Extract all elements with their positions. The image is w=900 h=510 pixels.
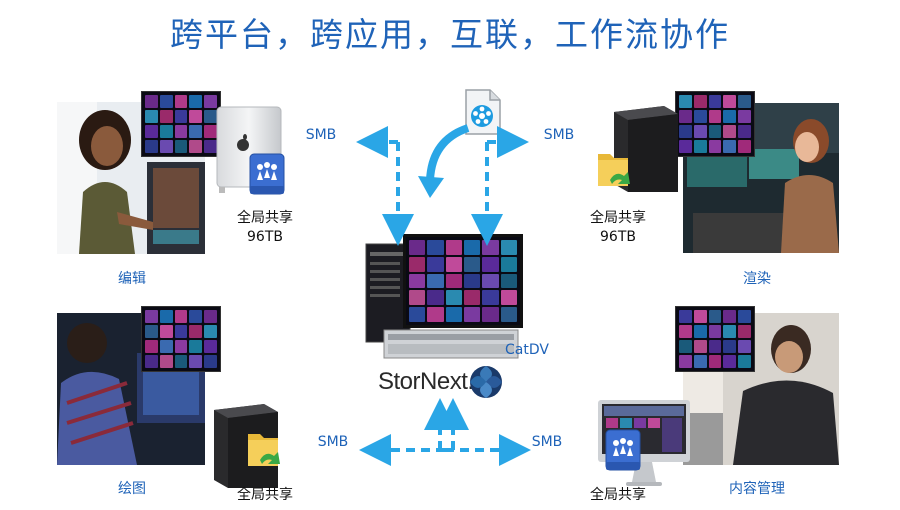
catdv-screen-thumbs (403, 234, 523, 328)
content-label: 内容管理 (729, 481, 785, 497)
smb-label-top-right: SMB (543, 127, 575, 143)
paint-share-label: 全局共享 (237, 487, 293, 503)
render-share-size: 96TB (600, 229, 636, 245)
paint-label: 绘图 (118, 481, 146, 497)
shared-drive-icon (248, 152, 286, 198)
edit-share-label: 全局共享 (237, 210, 293, 226)
smb-label-bottom-left: SMB (317, 434, 349, 450)
edit-label: 编辑 (118, 271, 146, 287)
content-share-label: 全局共享 (590, 487, 646, 503)
painting-monitor-thumbs (141, 306, 221, 372)
catdv-label: CatDV (505, 342, 549, 358)
content-photo (683, 313, 839, 465)
content-monitor-thumbs (675, 306, 755, 372)
video-file-icon (462, 88, 502, 136)
stornext-logo-icon (468, 364, 504, 400)
stornext-logo-text: StorNext. (378, 368, 474, 395)
shared-folder-icon (594, 146, 636, 194)
smb-label-bottom-right: SMB (531, 434, 563, 450)
shared-folder-icon (244, 426, 286, 474)
render-label: 渲染 (743, 271, 771, 287)
render-share-label: 全局共享 (590, 210, 646, 226)
arrow-file-curve-head (418, 176, 444, 198)
pc-tower-icon (608, 104, 682, 194)
page-title: 跨平台，跨应用，互联，工作流协作 (170, 15, 730, 54)
edit-share-size: 96TB (247, 229, 283, 245)
smb-label-top-left: SMB (305, 127, 337, 143)
rendering-monitor-thumbs (675, 91, 755, 157)
catdv-server-stack (362, 234, 522, 362)
painting-photo (57, 313, 205, 465)
shared-drive-icon (604, 428, 642, 474)
arrow-file-curve (426, 124, 470, 181)
editing-monitor-thumbs (141, 91, 221, 157)
